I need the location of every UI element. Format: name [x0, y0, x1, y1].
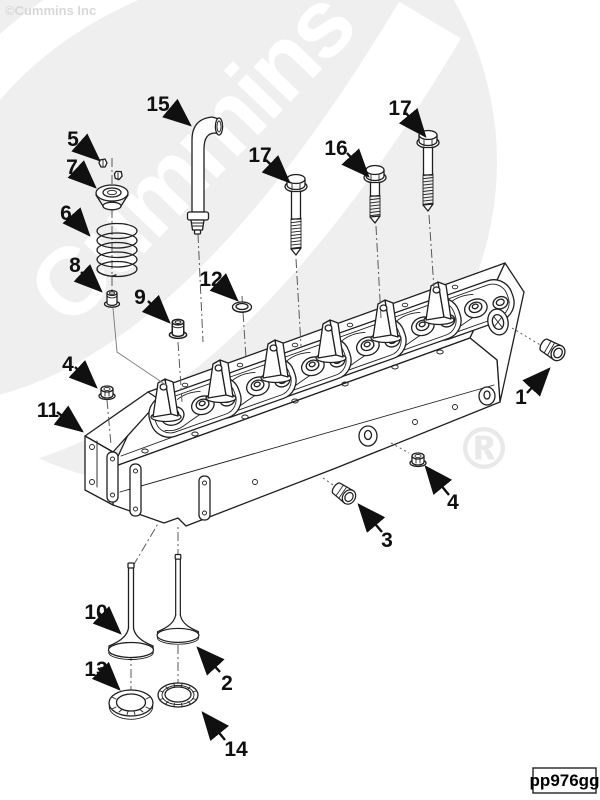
- part-12-seat-washer: [231, 301, 253, 313]
- callout-17-right: 17: [388, 97, 427, 138]
- callout-16: 16: [324, 137, 370, 178]
- part-11-cylinder-head: [84, 262, 525, 527]
- watermark-swoosh-curve-top: [0, 0, 139, 101]
- callout-1: 1: [515, 367, 551, 409]
- part-4-hex-nut: [409, 452, 427, 468]
- callout-label-14: 14: [224, 738, 248, 761]
- part-4-hex-nut: [98, 385, 116, 401]
- part-2-valve: [156, 553, 200, 645]
- part-14-valve-seat-ring: [157, 682, 199, 708]
- part-13-valve-seat-ring: [108, 689, 154, 720]
- part-8-valve-stem-seal: [103, 289, 121, 308]
- callout-label-11: 11: [37, 399, 60, 422]
- part-1-pipe-plug: [536, 335, 569, 364]
- part-6-valve-spring: [96, 222, 138, 278]
- callout-label-3: 3: [381, 529, 393, 552]
- callout-14: 14: [201, 711, 248, 761]
- callout-label-1: 1: [515, 386, 527, 409]
- callout-3: 3: [357, 503, 393, 552]
- callout-4-right: 4: [424, 465, 459, 514]
- callout-label-4: 4: [62, 353, 74, 376]
- callout-9: 9: [134, 286, 171, 324]
- callout-label-17: 17: [248, 144, 271, 167]
- callout-2: 2: [196, 646, 233, 695]
- callout-5: 5: [67, 128, 101, 162]
- callout-label-16: 16: [324, 137, 347, 160]
- part-15-breather-tube: [186, 116, 224, 235]
- callout-17-left: 17: [248, 144, 291, 184]
- callout-label-2: 2: [221, 672, 233, 695]
- copyright-notice: ©Cummins Inc: [5, 3, 96, 18]
- callout-15: 15: [146, 93, 192, 127]
- part-5-valve-collets: [98, 158, 123, 181]
- callout-label-13: 13: [84, 658, 107, 681]
- callout-label-8: 8: [69, 254, 81, 277]
- callout-10: 10: [84, 601, 122, 635]
- callout-12: 12: [199, 268, 239, 302]
- part-10-valve: [107, 562, 155, 661]
- callout-label-17: 17: [388, 97, 411, 120]
- front-face-lug: [478, 386, 496, 406]
- figure-code: pp976gg: [530, 771, 600, 790]
- callout-6: 6: [60, 202, 91, 237]
- callout-label-15: 15: [146, 93, 170, 116]
- callout-label-4: 4: [447, 491, 459, 514]
- callout-label-9: 9: [134, 286, 146, 309]
- part-7-spring-retainer: [95, 184, 129, 211]
- callouts: 15 17 16 17 5 7 6 8: [37, 93, 551, 761]
- callout-label-5: 5: [67, 128, 79, 151]
- callout-label-7: 7: [66, 156, 78, 179]
- callout-label-12: 12: [199, 268, 222, 291]
- registered-trademark-icon: ®: [455, 415, 513, 483]
- figure-code-box: pp976gg: [530, 767, 600, 794]
- callout-label-10: 10: [84, 601, 107, 624]
- part-3-pipe-plug: [329, 479, 360, 508]
- front-face-lug: [358, 425, 378, 447]
- callout-8: 8: [69, 254, 103, 293]
- callout-label-6: 6: [60, 202, 72, 225]
- callout-11: 11: [37, 399, 84, 433]
- part-9-valve-stem-seal: [168, 318, 188, 340]
- callout-13: 13: [84, 658, 121, 691]
- callout-4-left: 4: [62, 353, 98, 389]
- callout-7: 7: [66, 156, 97, 189]
